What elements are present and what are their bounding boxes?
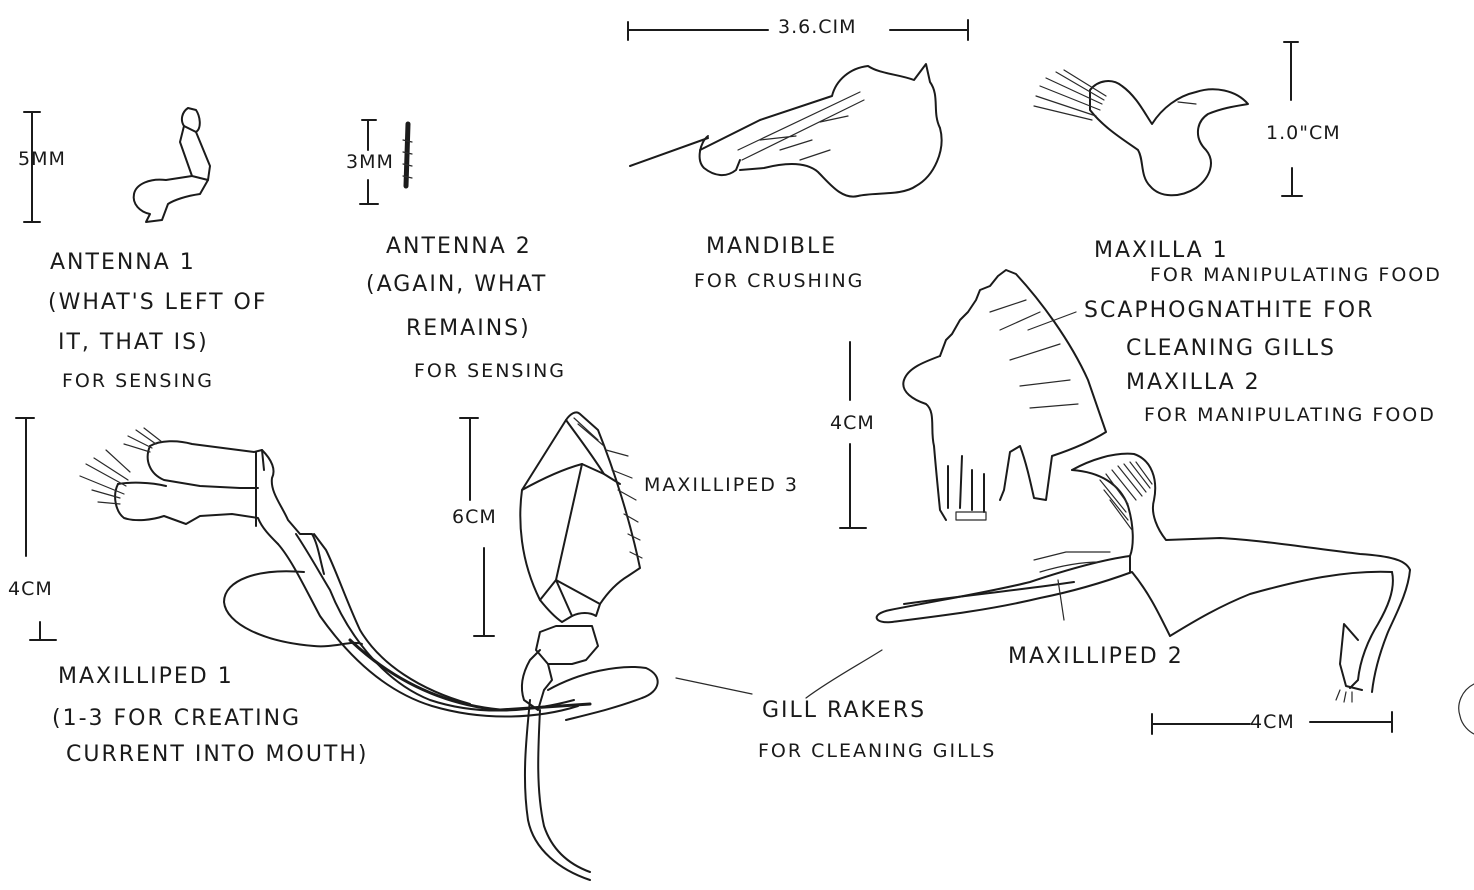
scale-text-maxilliped1: 4cm bbox=[8, 580, 53, 599]
label-antenna2-line3: REMAINS) bbox=[406, 318, 531, 340]
maxilliped3-drawing bbox=[520, 412, 657, 880]
scale-bar-maxilliped1 bbox=[16, 418, 56, 640]
label-gill-rakers-line2: FOR CLEANING GILLS bbox=[758, 742, 996, 761]
scale-text-maxilliped2: 4cm bbox=[1250, 713, 1295, 732]
gill-raker-pointers bbox=[676, 650, 882, 698]
label-maxilliped1: MAXILLIPED 1 bbox=[58, 666, 234, 688]
label-maxilliped1-line3: CURRENT INTO MOUTH) bbox=[66, 744, 368, 766]
label-antenna2: ANTENNA 2 bbox=[386, 236, 532, 258]
label-antenna1-line4: FOR SENSING bbox=[62, 372, 214, 391]
label-maxilliped1-line2: (1-3 FOR CREATING bbox=[52, 708, 301, 730]
scale-text-maxilla2: 4cm bbox=[830, 414, 875, 433]
label-antenna1-line2: (WHAT'S LEFT OF bbox=[48, 292, 268, 314]
label-scaphognathite: SCAPHOGNATHITE FOR bbox=[1084, 300, 1374, 322]
scale-text-maxilla1: 1.0"cm bbox=[1266, 124, 1341, 143]
maxilla2-drawing bbox=[903, 270, 1106, 520]
label-maxilla2: MAXILLA 2 bbox=[1126, 372, 1261, 394]
label-antenna1: ANTENNA 1 bbox=[50, 252, 196, 274]
scale-text-mandible: 3.6.cim bbox=[778, 18, 857, 37]
label-maxilla1-line2: FOR MANIPULATING FOOD bbox=[1150, 266, 1442, 285]
label-gill-rakers: GILL RAKERS bbox=[762, 700, 926, 722]
label-maxilliped2: MAXILLIPED 2 bbox=[1008, 646, 1184, 668]
scale-bar-maxilla1 bbox=[1282, 42, 1302, 196]
mandible-drawing bbox=[630, 64, 942, 197]
label-antenna2-line4: FOR SENSING bbox=[414, 362, 566, 381]
antenna2-drawing bbox=[403, 124, 412, 186]
antenna1-drawing bbox=[134, 108, 210, 222]
label-antenna1-line3: IT, THAT IS) bbox=[58, 332, 209, 354]
label-scaphognathite-line2: CLEANING GILLS bbox=[1126, 338, 1336, 360]
scale-text-antenna2: 3mm bbox=[346, 153, 394, 172]
label-mandible: MANDIBLE bbox=[706, 236, 837, 258]
label-maxilliped3: MAXILLIPED 3 bbox=[644, 476, 799, 495]
maxilla1-drawing bbox=[1034, 70, 1248, 195]
scale-text-antenna1: 5mm bbox=[18, 150, 66, 169]
edge-mark bbox=[1459, 684, 1474, 734]
label-maxilla2-line4: FOR MANIPULATING FOOD bbox=[1144, 406, 1436, 425]
label-maxilla1: MAXILLA 1 bbox=[1094, 240, 1229, 262]
scale-bar-maxilla2 bbox=[840, 342, 866, 528]
scale-text-maxilliped3: 6cm bbox=[452, 508, 497, 527]
label-mandible-line2: FOR CRUSHING bbox=[694, 272, 864, 291]
label-antenna2-line2: (AGAIN, WHAT bbox=[366, 274, 547, 296]
